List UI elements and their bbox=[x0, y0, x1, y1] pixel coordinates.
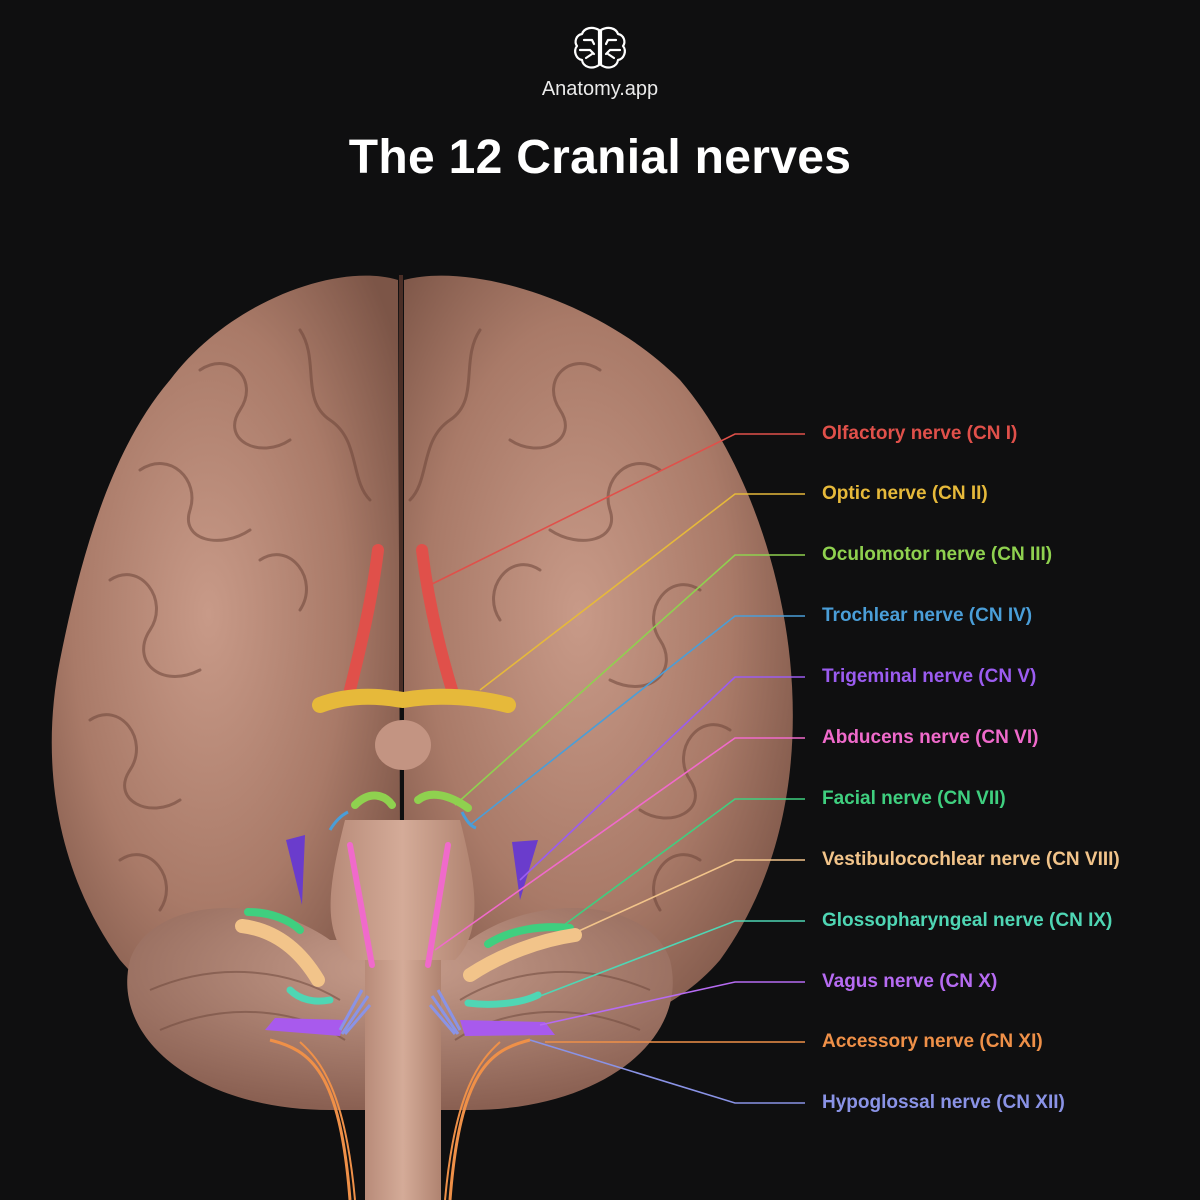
pons bbox=[330, 820, 475, 960]
leader-line-cn9 bbox=[534, 920, 805, 999]
header: Anatomy.app The 12 Cranial nerves bbox=[0, 0, 1200, 200]
left-hemisphere bbox=[51, 275, 400, 1028]
leader-lines bbox=[429, 433, 805, 1104]
label-optic-nerve: Optic nerve (CN II) bbox=[822, 483, 988, 504]
label-trochlear-nerve: Trochlear nerve (CN IV) bbox=[822, 605, 1033, 626]
label-trigeminal-nerve: Trigeminal nerve (CN V) bbox=[822, 666, 1037, 687]
brain-icon bbox=[574, 26, 626, 69]
label-abducens-nerve: Abducens nerve (CN VI) bbox=[822, 727, 1039, 748]
leader-line-cn5 bbox=[519, 676, 805, 881]
leader-line-cn7 bbox=[559, 798, 805, 929]
medulla-spinal-cord bbox=[365, 960, 441, 1200]
label-olfactory-nerve: Olfactory nerve (CN I) bbox=[822, 423, 1018, 444]
leader-line-cn1 bbox=[429, 433, 805, 586]
leader-line-cn12 bbox=[529, 1039, 805, 1104]
pituitary-stalk bbox=[375, 720, 431, 770]
label-vagus-nerve: Vagus nerve (CN X) bbox=[822, 971, 998, 992]
leader-line-cn10 bbox=[539, 981, 805, 1026]
label-vestibulocochlear-nerve: Vestibulocochlear nerve (CN VIII) bbox=[822, 849, 1120, 870]
leader-line-cn8 bbox=[569, 859, 805, 936]
right-hemisphere bbox=[404, 275, 793, 1028]
leader-line-cn2 bbox=[479, 493, 805, 691]
label-hypoglossal-nerve: Hypoglossal nerve (CN XII) bbox=[822, 1092, 1065, 1113]
nerve-shapes bbox=[235, 544, 582, 1200]
label-oculomotor-nerve: Oculomotor nerve (CN III) bbox=[822, 544, 1053, 565]
leader-line-cn4 bbox=[469, 615, 805, 826]
leader-line-cn6 bbox=[434, 737, 805, 951]
label-facial-nerve: Facial nerve (CN VII) bbox=[822, 788, 1006, 809]
page-title: The 12 Cranial nerves bbox=[348, 131, 852, 184]
label-glossopharyngeal-nerve: Glossopharyngeal nerve (CN IX) bbox=[822, 910, 1113, 931]
brand-name: Anatomy.app bbox=[541, 78, 659, 100]
gyri-texture bbox=[88, 328, 732, 912]
leader-line-cn3 bbox=[454, 554, 805, 806]
label-accessory-nerve: Accessory nerve (CN XI) bbox=[822, 1031, 1043, 1052]
